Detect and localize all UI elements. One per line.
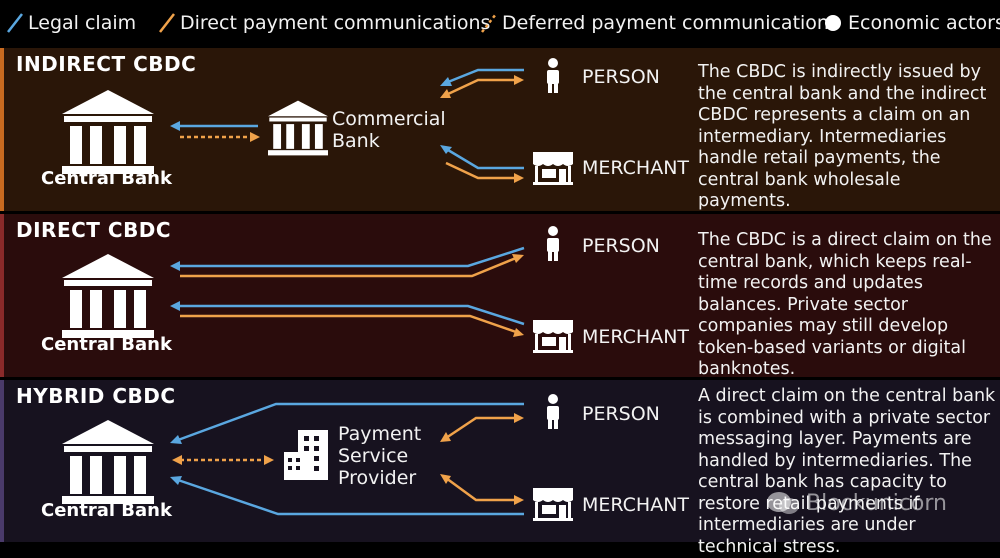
legend-deferred-payment: Deferred payment communications	[480, 12, 839, 34]
psp-label-2: Service	[338, 445, 409, 467]
indirect-cbdc-panel: INDIRECT CBDC Central Bank Commercial Ba…	[0, 48, 1000, 211]
legend: Legal claim Direct payment communication…	[0, 0, 1000, 48]
legend-actors-label: Economic actors	[848, 12, 1000, 34]
central-bank-label: Central Bank	[41, 168, 172, 189]
legend-direct-payment: Direct payment communications	[158, 12, 490, 34]
merchant-legal-arrow	[440, 145, 524, 170]
legend-direct-label: Direct payment communications	[180, 12, 491, 34]
legal-claim-arrow	[170, 121, 258, 131]
merchant-payment-arrow	[440, 474, 524, 505]
person-payment-arrow	[180, 254, 524, 278]
direct-payment-line-icon	[159, 13, 175, 33]
person-legal-arrow	[170, 246, 525, 271]
person-label: PERSON	[582, 66, 660, 88]
indirect-flow-arrows	[170, 68, 524, 183]
watermark-text: Blockunicorn	[806, 490, 947, 516]
merchant-payment-arrow	[445, 161, 524, 183]
deferred-payment-arrow	[180, 132, 260, 142]
central-bank-label: Central Bank	[41, 500, 172, 521]
person-label: PERSON	[582, 235, 660, 257]
economic-actor-dot-icon	[825, 15, 841, 31]
direct-flow-arrows	[170, 246, 525, 337]
merchant-legal-arrow	[170, 476, 524, 516]
deferred-payment-line-icon	[481, 13, 497, 33]
panel-title: DIRECT CBDC	[16, 218, 172, 242]
psp-label-3: Provider	[338, 467, 417, 489]
deferred-payment-arrow	[172, 455, 274, 465]
panel-accent	[0, 214, 4, 377]
panel-description: The CBDC is indirectly issued by the cen…	[698, 62, 987, 211]
psp-label-1: Payment	[338, 423, 422, 445]
legend-economic-actors: Economic actors	[824, 12, 1000, 34]
person-legal-arrow	[170, 402, 524, 444]
watermark: Blockunicorn	[766, 490, 947, 516]
office-building-icon	[284, 430, 328, 480]
hybrid-flow-arrows	[170, 402, 524, 516]
legend-legal-claim: Legal claim	[6, 12, 136, 34]
merchant-label: MERCHANT	[582, 326, 690, 348]
panel-description: The CBDC is a direct claim on the centra…	[698, 230, 992, 379]
person-legal-arrow	[440, 68, 524, 86]
commercial-bank-label-1: Commercial	[332, 108, 446, 130]
merchant-label: MERCHANT	[582, 494, 690, 516]
person-payment-arrow	[440, 75, 524, 98]
legal-claim-line-icon	[7, 13, 23, 33]
person-label: PERSON	[582, 403, 660, 425]
legend-deferred-label: Deferred payment communications	[502, 12, 839, 34]
central-bank-label: Central Bank	[41, 334, 172, 355]
merchant-legal-arrow	[170, 301, 525, 326]
commercial-bank-label-2: Bank	[332, 130, 380, 152]
merchant-label: MERCHANT	[582, 157, 690, 179]
chat-bubbles-icon	[767, 492, 799, 514]
panel-title: HYBRID CBDC	[16, 384, 176, 408]
panel-description: A direct claim on the central bank is co…	[698, 386, 996, 557]
legend-legal-label: Legal claim	[28, 12, 137, 34]
person-payment-arrow	[440, 413, 524, 442]
direct-cbdc-panel: DIRECT CBDC Central Bank PERSON MERCHANT…	[0, 214, 1000, 379]
hybrid-cbdc-panel: HYBRID CBDC Central Bank Payment Service…	[0, 380, 1000, 557]
panel-title: INDIRECT CBDC	[16, 52, 197, 76]
merchant-payment-arrow	[180, 314, 524, 337]
panel-accent	[0, 48, 4, 211]
panel-accent	[0, 380, 4, 542]
